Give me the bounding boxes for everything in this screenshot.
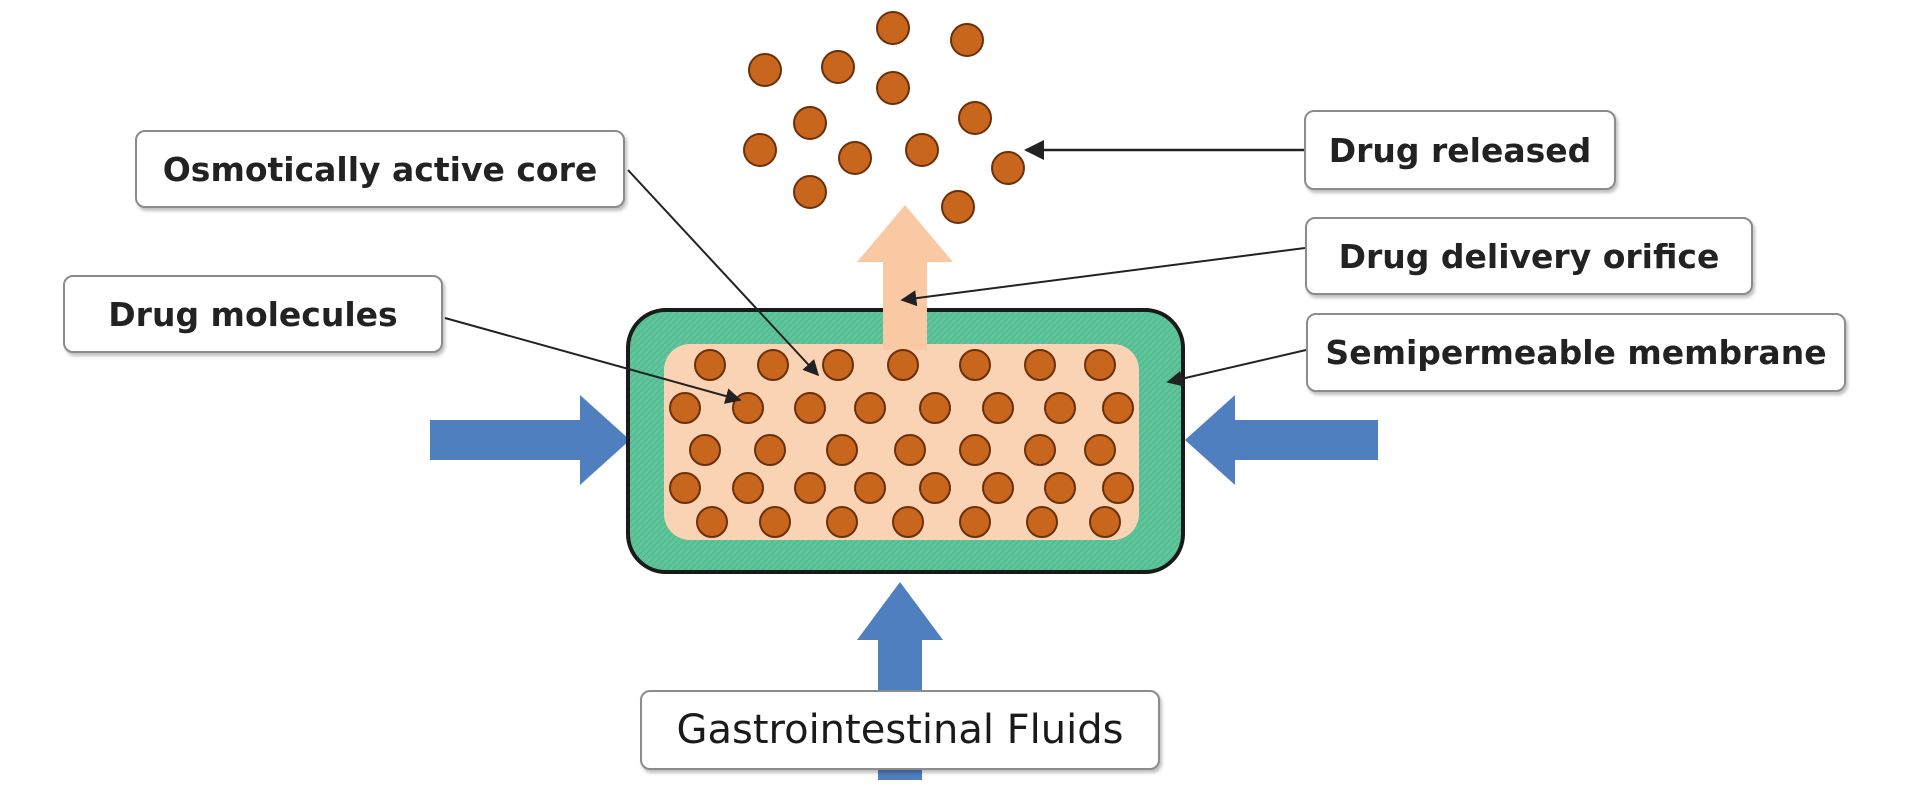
label-drug-released: Drug released bbox=[1304, 110, 1616, 190]
drug-molecule bbox=[876, 71, 910, 105]
label-osmotically-active-core: Osmotically active core bbox=[135, 130, 625, 208]
drug-molecule bbox=[1102, 392, 1134, 424]
drug-molecule bbox=[793, 106, 827, 140]
drug-molecule bbox=[905, 133, 939, 167]
leader-line-osmotic-core bbox=[627, 169, 820, 377]
drug-molecule bbox=[982, 472, 1014, 504]
drug-molecule bbox=[991, 151, 1025, 185]
label-semipermeable-membrane: Semipermeable membrane bbox=[1306, 313, 1846, 392]
leader-line-membrane bbox=[1166, 349, 1307, 387]
drug-molecule bbox=[743, 133, 777, 167]
drug-molecule bbox=[1089, 506, 1121, 538]
drug-molecule bbox=[794, 392, 826, 424]
drug-molecule bbox=[919, 472, 951, 504]
drug-molecule bbox=[854, 472, 886, 504]
drug-molecule bbox=[1102, 472, 1134, 504]
drug-molecule bbox=[1084, 434, 1116, 466]
drug-molecule bbox=[759, 506, 791, 538]
drug-molecule bbox=[696, 506, 728, 538]
drug-molecule bbox=[982, 392, 1014, 424]
leader-line-drug-molecules bbox=[444, 317, 742, 404]
drug-molecule bbox=[887, 349, 919, 381]
drug-molecule bbox=[919, 392, 951, 424]
drug-molecule bbox=[838, 141, 872, 175]
fluid-arrow-left bbox=[430, 395, 630, 485]
drug-molecule bbox=[754, 434, 786, 466]
drug-molecule bbox=[876, 11, 910, 45]
drug-molecule bbox=[826, 434, 858, 466]
drug-molecule bbox=[1024, 434, 1056, 466]
drug-molecule bbox=[1084, 349, 1116, 381]
leader-line-delivery-orifice bbox=[900, 247, 1306, 307]
drug-molecule bbox=[669, 472, 701, 504]
fluid-arrow-right bbox=[1185, 395, 1378, 485]
drug-molecule bbox=[1024, 349, 1056, 381]
drug-molecule bbox=[821, 50, 855, 84]
drug-molecule bbox=[959, 506, 991, 538]
label-drug-delivery-orifice: Drug delivery orifice bbox=[1305, 217, 1753, 295]
drug-molecule bbox=[694, 349, 726, 381]
label-drug-molecules: Drug molecules bbox=[63, 275, 443, 353]
drug-molecule bbox=[689, 434, 721, 466]
drug-molecule bbox=[793, 175, 827, 209]
drug-molecules-group bbox=[669, 349, 1134, 538]
drug-molecule bbox=[732, 472, 764, 504]
drug-molecule bbox=[959, 434, 991, 466]
drug-molecule bbox=[757, 349, 789, 381]
drug-molecule bbox=[669, 392, 701, 424]
drug-molecule bbox=[950, 23, 984, 57]
drug-molecule bbox=[822, 349, 854, 381]
drug-molecule bbox=[794, 472, 826, 504]
released-drug-group bbox=[743, 11, 1025, 224]
drug-molecule bbox=[732, 392, 764, 424]
drug-molecule bbox=[1044, 472, 1076, 504]
drug-molecule bbox=[892, 506, 924, 538]
release-arrow bbox=[857, 205, 953, 350]
drug-molecule bbox=[854, 392, 886, 424]
drug-molecule bbox=[1044, 392, 1076, 424]
label-gastrointestinal-fluids: Gastrointestinal Fluids bbox=[640, 690, 1160, 770]
drug-molecule bbox=[1026, 506, 1058, 538]
drug-molecule bbox=[959, 349, 991, 381]
drug-molecule bbox=[894, 434, 926, 466]
drug-molecule bbox=[941, 190, 975, 224]
drug-molecule bbox=[958, 101, 992, 135]
drug-molecule bbox=[826, 506, 858, 538]
drug-molecule bbox=[748, 53, 782, 87]
